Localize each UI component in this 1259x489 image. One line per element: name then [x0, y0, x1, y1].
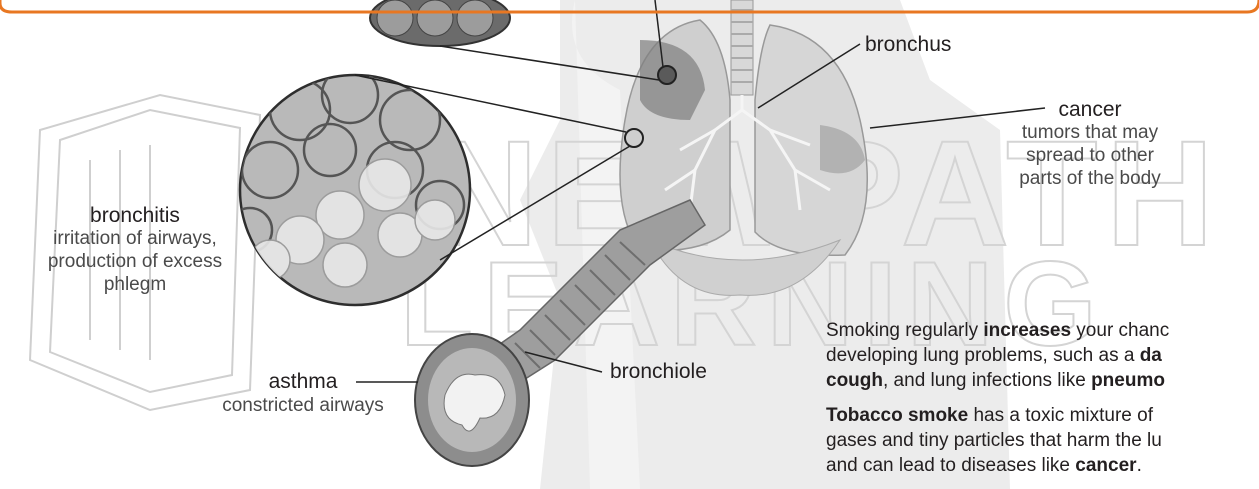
alveoli-zoom-top — [370, 0, 510, 46]
trachea — [731, 0, 753, 95]
label-bronchitis: bronchitis irritation of airways, produc… — [0, 204, 270, 296]
smoking-info-text: Smoking regularly increases your chanc d… — [826, 318, 1259, 488]
label-bronchus: bronchus — [865, 33, 951, 56]
info-paragraph-2: Tobacco smoke has a toxic mixture of gas… — [826, 403, 1259, 478]
label-bronchiole: bronchiole — [610, 360, 707, 383]
label-asthma: asthma constricted airways — [188, 370, 418, 417]
label-cancer: cancer tumors that may spread to other p… — [1000, 98, 1180, 190]
zoom-marker-top — [658, 66, 676, 84]
info-paragraph-1: Smoking regularly increases your chanc d… — [826, 318, 1259, 393]
